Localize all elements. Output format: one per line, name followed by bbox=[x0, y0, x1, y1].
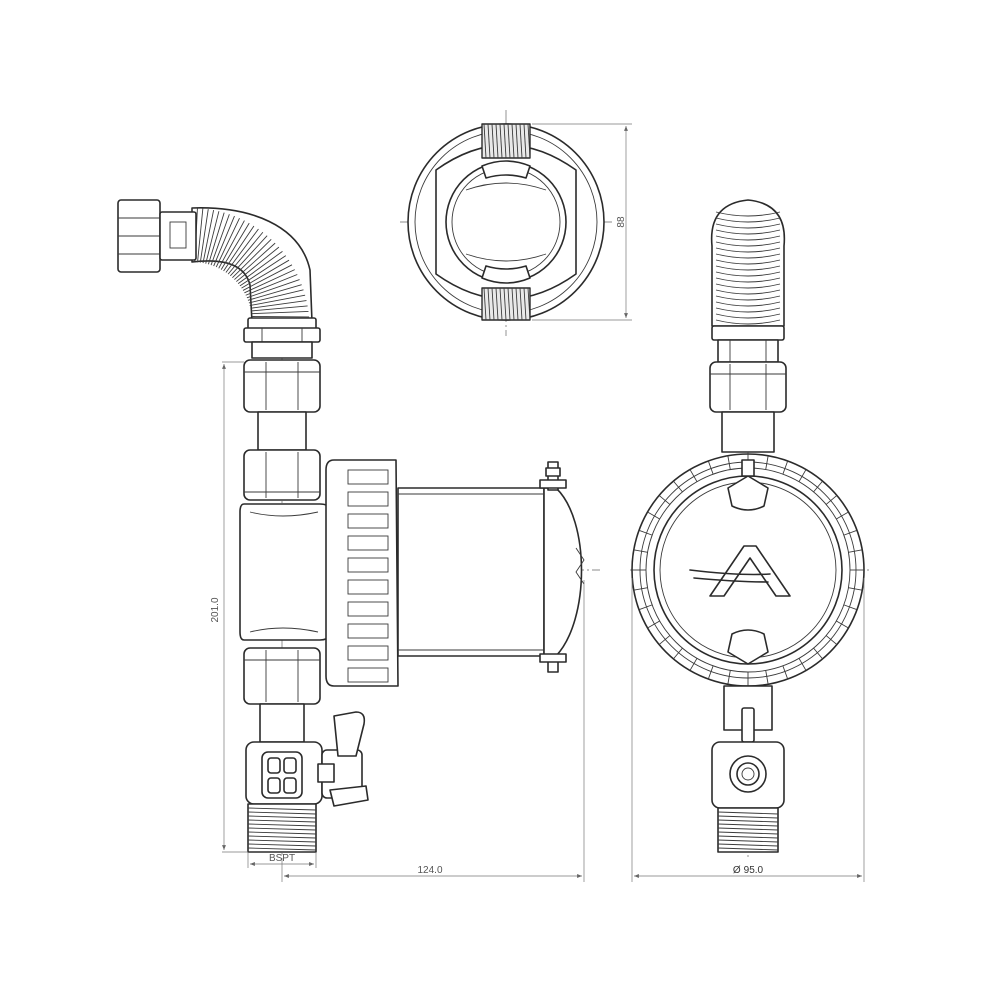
diameter-symbol: Ø bbox=[733, 865, 741, 876]
length-dimension: 124.0 bbox=[281, 580, 585, 882]
top-height-dimension: 88 bbox=[532, 123, 632, 321]
front-view bbox=[630, 199, 872, 860]
lower-union-nut bbox=[243, 647, 321, 705]
motor-body bbox=[397, 487, 585, 657]
top-height-label: 88 bbox=[616, 216, 627, 228]
front-hose bbox=[710, 199, 786, 327]
terminal-bolt-bottom bbox=[539, 653, 567, 673]
hose-collar bbox=[243, 317, 321, 359]
terminal-bolt-top bbox=[539, 461, 567, 491]
flexible-hose bbox=[191, 207, 313, 323]
height-dimension: 201.0 bbox=[210, 361, 248, 853]
upper-union-nut bbox=[243, 359, 321, 413]
svg-text:Ø95.0: Ø95.0 bbox=[733, 865, 764, 876]
diameter-label: 95.0 bbox=[744, 865, 764, 876]
logo-icon bbox=[689, 545, 791, 597]
bspt-label: BSPT bbox=[269, 853, 295, 864]
hose-nut bbox=[117, 199, 197, 273]
front-union-nut bbox=[709, 361, 787, 413]
pump-union-nut bbox=[243, 449, 321, 501]
front-valve-lever bbox=[741, 707, 755, 743]
valve-lever[interactable] bbox=[329, 711, 369, 807]
motor-flange bbox=[325, 459, 399, 687]
length-dimension-label: 124.0 bbox=[417, 865, 442, 876]
height-dimension-label: 201.0 bbox=[210, 597, 221, 622]
ball-valve bbox=[245, 741, 363, 805]
top-view bbox=[400, 110, 612, 336]
pump-housing bbox=[239, 503, 337, 641]
side-view bbox=[117, 199, 600, 860]
